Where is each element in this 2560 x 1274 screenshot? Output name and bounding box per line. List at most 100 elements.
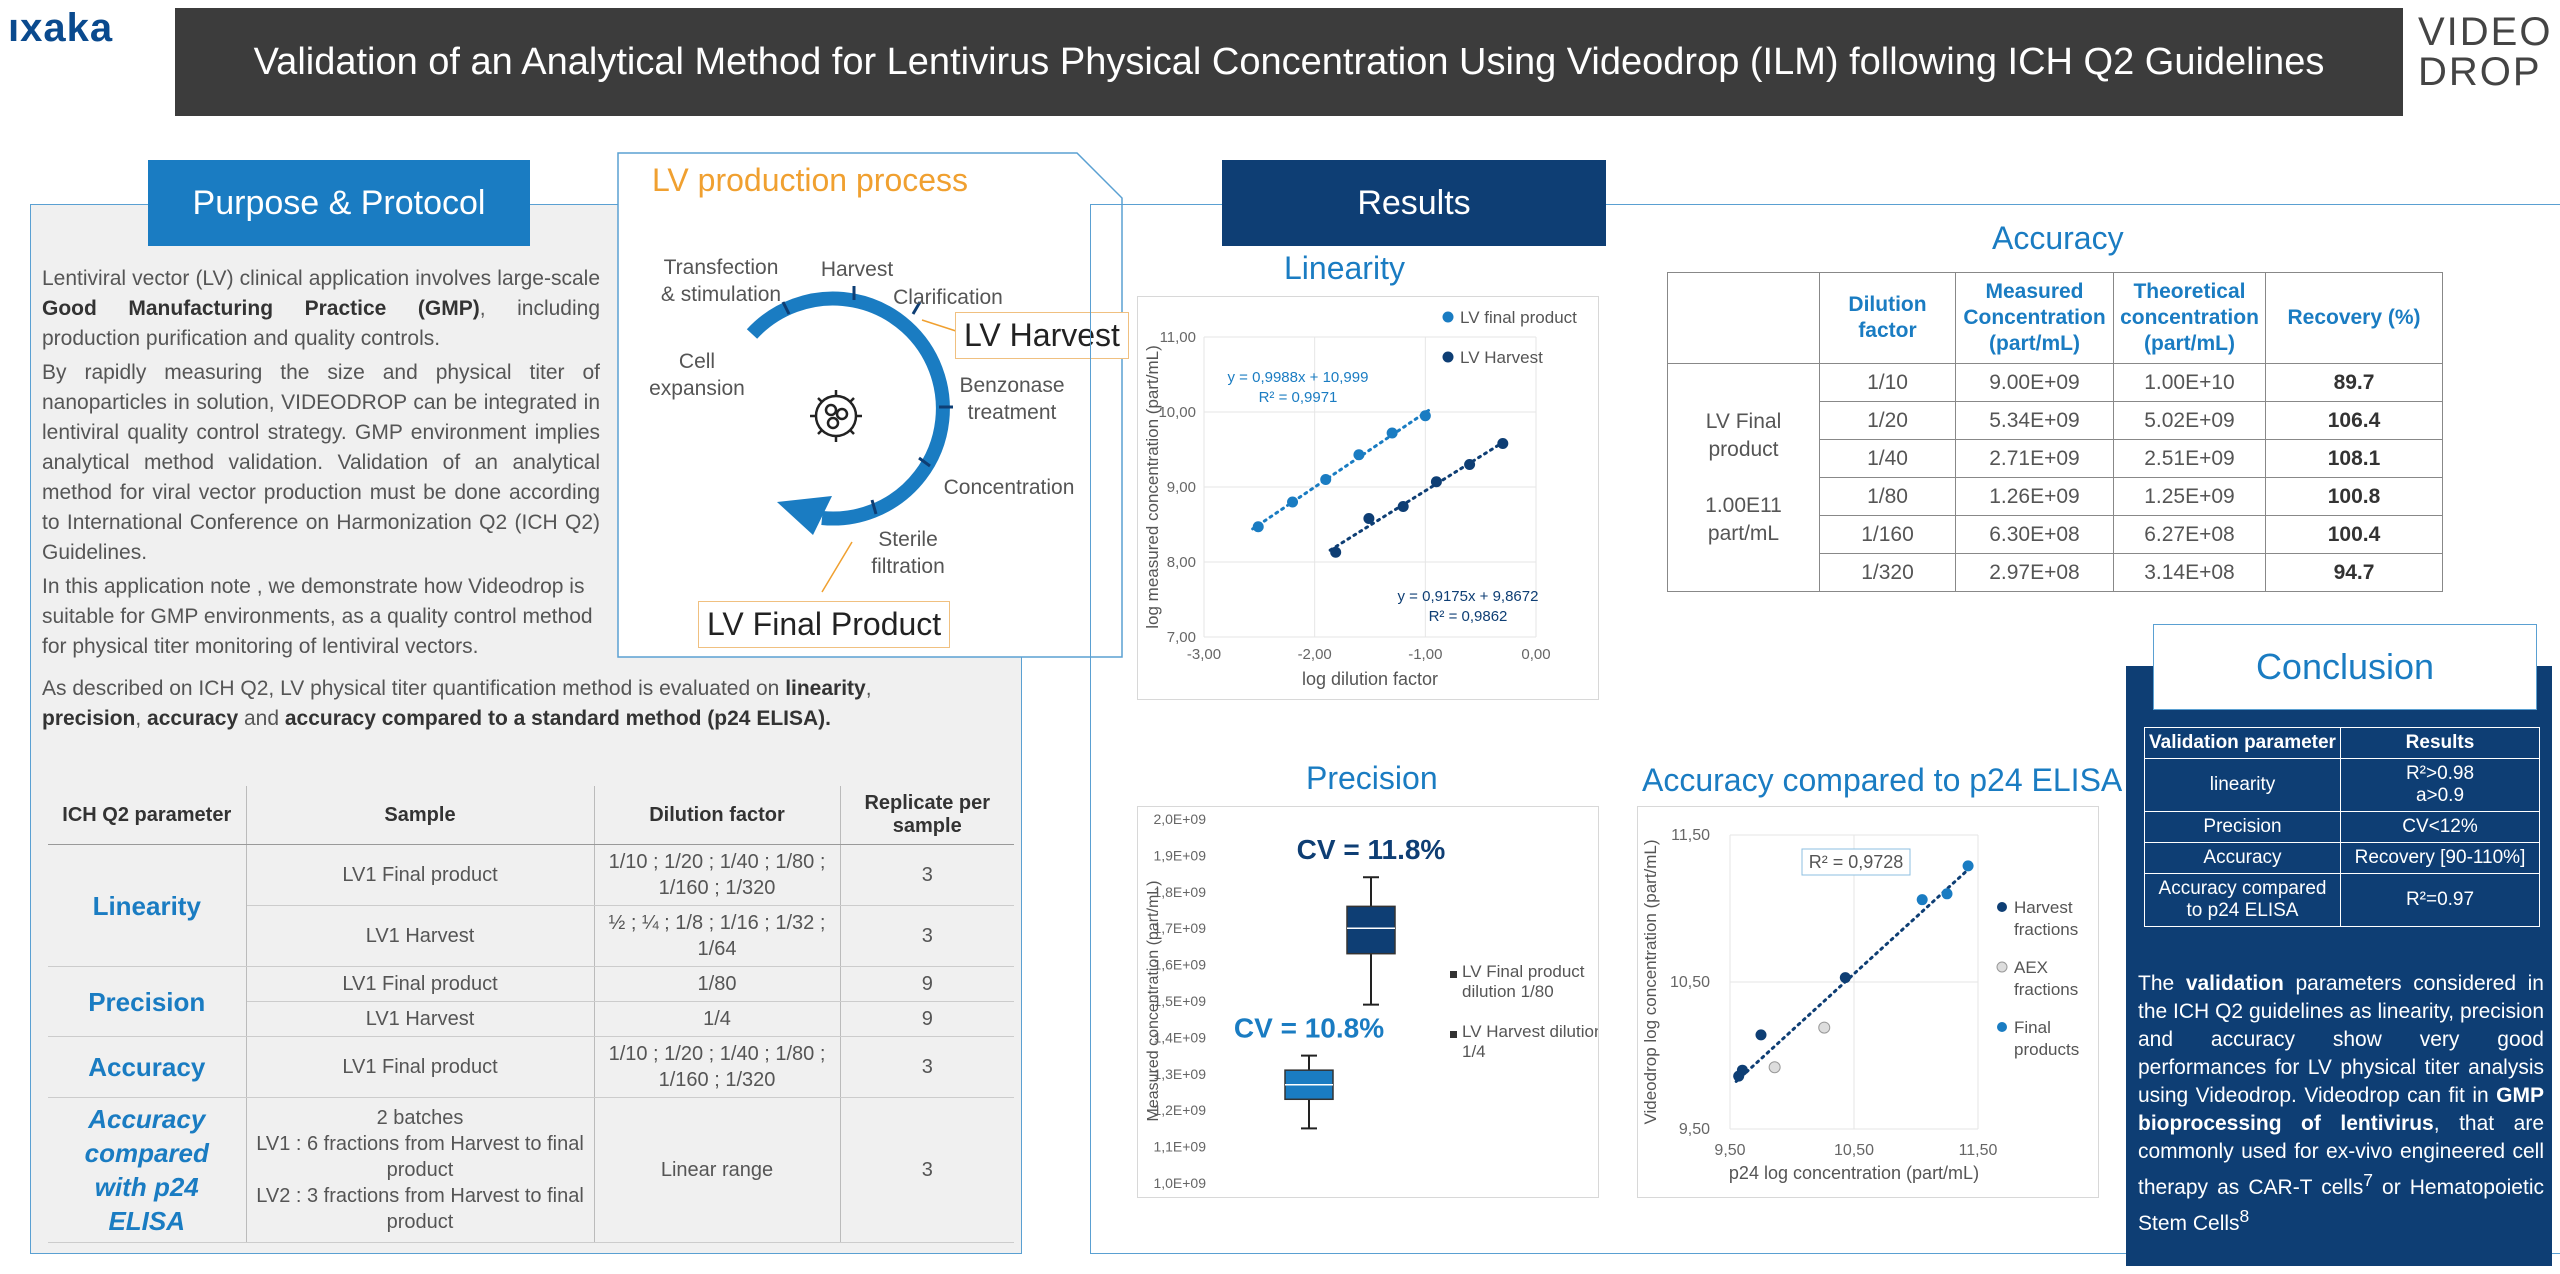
virus-icon <box>810 390 862 442</box>
y-tick-label: 11,50 <box>1671 827 1710 844</box>
y-tick-label: 10,50 <box>1670 974 1710 991</box>
table-cell: 2.97E+08 <box>1955 553 2114 592</box>
y-tick-label: 1,8E+09 <box>1153 884 1206 900</box>
table-header-row: ICH Q2 parameter Sample Dilution factor … <box>48 786 1014 845</box>
y-tick-label: 10,00 <box>1158 404 1196 421</box>
table-cell: 6.30E+08 <box>1955 515 2114 554</box>
r2-label: R² = 0,9862 <box>1429 608 1508 625</box>
table-cell: LV1 Harvest <box>246 905 595 967</box>
data-point <box>1287 496 1299 508</box>
results-frame <box>1090 204 2560 1254</box>
legend-marker <box>1997 1022 2007 1032</box>
table-header: ICH Q2 parameter <box>48 786 247 845</box>
trendline <box>1328 437 1510 552</box>
table-cell: 5.02E+09 <box>2113 401 2266 440</box>
precision-title: Precision <box>1306 760 1438 796</box>
sample-name: LV Final product <box>1705 409 1782 461</box>
data-point <box>1916 894 1928 906</box>
text: , <box>865 677 872 700</box>
text-bold: accuracy <box>147 707 239 730</box>
text: , <box>135 707 148 730</box>
purpose-paragraph-4: As described on ICH Q2, LV physical tite… <box>42 674 972 734</box>
trendline <box>1734 864 1974 1083</box>
legend-label: fractions <box>2014 920 2078 939</box>
lv-step-concentration: Concentration <box>943 476 1075 499</box>
text: or Hematopoietic Stem Cells <box>2138 1176 2544 1235</box>
y-tick-label: 7,00 <box>1167 629 1196 646</box>
conclusion-title: Conclusion <box>2153 624 2537 710</box>
table-cell: 100.8 <box>2265 477 2443 516</box>
y-tick-label: 9,50 <box>1679 1121 1710 1138</box>
table-row: Accuracy LV1 Final product 1/10 ; 1/20 ;… <box>48 1036 1014 1098</box>
lv-step-sterile: Sterile filtration <box>871 528 945 578</box>
x-tick-label: 0,00 <box>1521 646 1550 663</box>
legend-label: LV final product <box>1460 308 1577 327</box>
y-tick-label: 1,5E+09 <box>1153 993 1206 1009</box>
table-header: Replicate per sample <box>840 786 1014 845</box>
y-tick-label: 9,00 <box>1167 479 1196 496</box>
table-cell: 2.51E+09 <box>2113 439 2266 478</box>
x-tick-label: 11,50 <box>1959 1142 1998 1159</box>
conclusion-table: Validation parameter Results linearity R… <box>2144 727 2540 927</box>
table-header: Dilution factor <box>594 786 841 845</box>
table-cell: LV1 Final product <box>246 844 595 906</box>
table-header <box>1667 272 1820 364</box>
data-point <box>1818 1021 1831 1034</box>
table-cell: 1/80 <box>1819 477 1956 516</box>
y-tick-label: 8,00 <box>1167 554 1196 571</box>
table-cell: 2 batches LV1 : 6 fractions from Harvest… <box>246 1097 595 1243</box>
table-row: LV Final product 1.00E11 part/mL 1/10 9.… <box>1667 363 2443 592</box>
y-tick-label: 1,7E+09 <box>1153 920 1206 936</box>
text: and <box>238 707 285 730</box>
table-row: LV1 Harvest ½ ; ¼ ; 1/8 ; 1/16 ; 1/32 ; … <box>48 905 1014 967</box>
param-precision: Precision <box>48 966 247 1037</box>
data-point <box>1839 972 1851 984</box>
data-point <box>1941 888 1953 900</box>
conclusion-text: The validation parameters considered in … <box>2138 970 2544 1238</box>
x-tick-label: 9,50 <box>1714 1142 1745 1159</box>
table-header: Sample <box>246 786 595 845</box>
table-header: Recovery (%) <box>2265 272 2443 364</box>
legend-marker <box>1997 902 2007 912</box>
table-cell: 1/20 <box>1819 401 1956 440</box>
data-point <box>1497 438 1509 449</box>
protocol-table: ICH Q2 parameter Sample Dilution factor … <box>48 786 1014 1243</box>
table-row: Precision LV1 Final product 1/80 9 <box>48 966 1014 1037</box>
cell-line: 2 batches <box>376 1107 464 1129</box>
table-row: 1/160 6.30E+08 6.27E+08 100.4 <box>1668 515 2443 554</box>
cell-line: LV2 : 3 fractions from Harvest to final … <box>256 1185 584 1233</box>
table-cell: Accuracy compared to p24 ELISA <box>2144 873 2341 927</box>
purpose-title: Purpose & Protocol <box>148 160 530 246</box>
ixaka-logo: ıxaka <box>8 6 114 50</box>
table-header: Results <box>2340 727 2540 759</box>
table-row: Accuracy compared to p24 ELISA R²=0.97 <box>2144 873 2540 927</box>
table-header: Dilution factor <box>1819 272 1956 364</box>
purpose-paragraph-3: In this application note , we demonstrat… <box>42 575 593 658</box>
table-row: 1/320 2.97E+08 3.14E+08 94.7 <box>1668 553 2443 592</box>
x-tick-label: -2,00 <box>1298 646 1332 663</box>
table-header: Measured Concentration (part/mL) <box>1955 272 2114 364</box>
table-cell: 3.14E+08 <box>2113 553 2266 592</box>
lv-step-harvest: Harvest <box>820 258 894 281</box>
data-point <box>1252 521 1264 533</box>
data-point <box>1430 476 1442 488</box>
accuracy-table: Dilution factor Measured Concentration (… <box>1667 272 2443 592</box>
linearity-title: Linearity <box>1284 250 1405 286</box>
r2-label: R² = 0,9728 <box>1809 852 1904 872</box>
lv-step-transfection: Transfection & stimulation <box>660 256 782 306</box>
table-cell: LV1 Final product <box>246 1036 595 1098</box>
table-cell: 9 <box>840 966 1014 1002</box>
y-axis-label: log measured concentration (part/mL) <box>1143 345 1162 628</box>
table-cell: 9.00E+09 <box>1955 363 2114 402</box>
x-axis-label: p24 log concentration (part/mL) <box>1729 1163 1979 1183</box>
y-tick-label: 1,2E+09 <box>1153 1102 1206 1118</box>
table-cell: 100.4 <box>2265 515 2443 554</box>
lv-step-cell-expansion: Cell expansion <box>649 350 745 400</box>
legend-marker <box>1996 961 2008 973</box>
table-header-row: Validation parameter Results <box>2144 727 2540 759</box>
table-cell: 2.71E+09 <box>1955 439 2114 478</box>
table-row: Linearity LV1 Final product 1/10 ; 1/20 … <box>48 844 1014 967</box>
